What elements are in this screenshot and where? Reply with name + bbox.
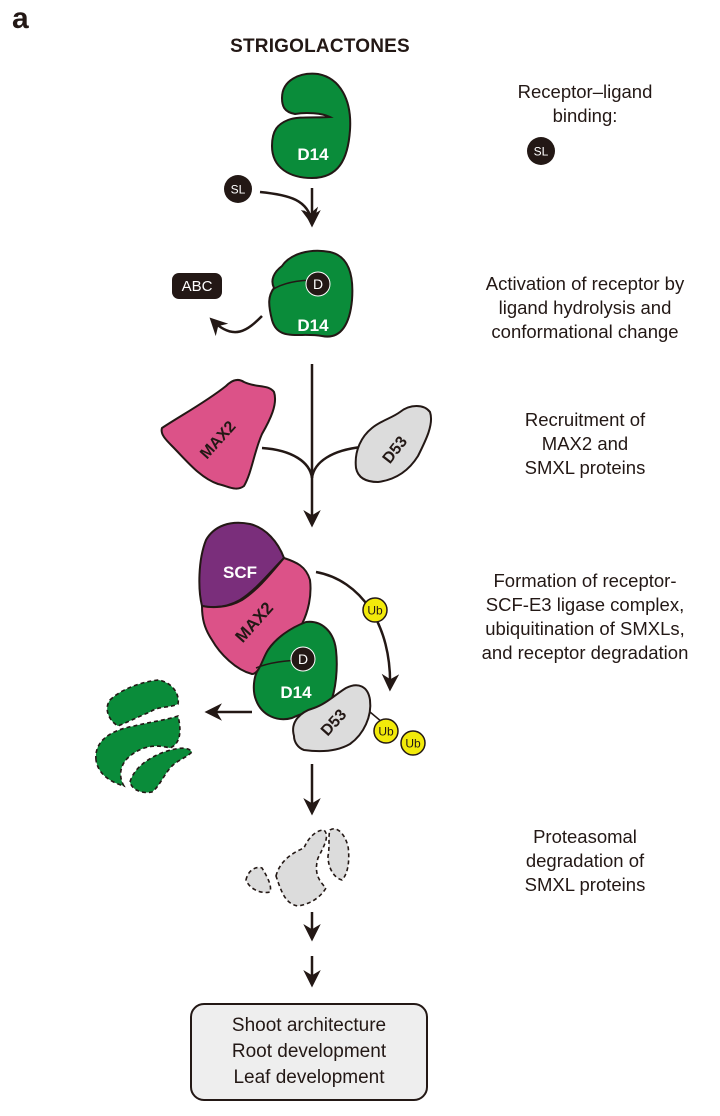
degraded-d14-fragments — [95, 679, 194, 794]
svg-text:ABC: ABC — [182, 278, 213, 295]
d-fragment-icon: D — [305, 271, 331, 297]
svg-text:D: D — [298, 651, 308, 667]
ub-icon: Ub — [362, 597, 388, 623]
step-binding: Receptor–ligand binding: — [450, 80, 720, 128]
abc-release-arrow — [209, 315, 263, 337]
step-line: degradation of — [525, 850, 645, 871]
d53-in-complex: D53 — [292, 684, 372, 753]
step-line: Activation of receptor by — [485, 273, 685, 294]
svg-text:Ub: Ub — [367, 604, 383, 618]
outcome-item: Root development — [231, 1041, 387, 1062]
step-line: ligand hydrolysis and — [498, 297, 672, 318]
outcome-box: Shoot architecture Root development Leaf… — [190, 1003, 428, 1101]
d14-in-complex: D14 — [252, 620, 338, 721]
svg-text:D14: D14 — [297, 316, 329, 335]
step-line: conformational change — [491, 321, 679, 342]
step-line: binding: — [552, 105, 618, 126]
step-line: and receptor degradation — [481, 642, 689, 663]
ub-icon: Ub — [373, 718, 399, 744]
d53-protein: D53 — [354, 405, 432, 484]
sl-legend-icon: SL — [527, 137, 555, 165]
panel-label: a — [12, 2, 29, 35]
svg-text:Ub: Ub — [378, 725, 394, 739]
step-activation: Activation of receptor by ligand hydroly… — [450, 272, 720, 344]
step-line: SMXL proteins — [524, 874, 646, 895]
step-complex: Formation of receptor- SCF-E3 ligase com… — [450, 569, 720, 665]
step-line: SCF-E3 ligase complex, — [485, 594, 685, 615]
step-line: Recruitment of — [524, 409, 646, 430]
step-line: MAX2 and — [541, 433, 629, 454]
outcome-item: Shoot architecture — [231, 1015, 387, 1036]
d14-receptor-unbound: D14 — [270, 72, 352, 180]
svg-text:D: D — [313, 276, 323, 292]
max2-protein: MAX2 — [160, 378, 276, 490]
svg-text:D14: D14 — [297, 145, 329, 164]
step-recruitment: Recruitment of MAX2 and SMXL proteins — [450, 408, 720, 480]
svg-text:SL: SL — [231, 183, 246, 197]
step-line: Receptor–ligand — [517, 81, 653, 102]
binding-arrow — [259, 190, 319, 226]
abc-fragment-icon: ABC — [172, 273, 222, 299]
svg-text:SCF: SCF — [223, 563, 257, 582]
step-line: Proteasomal — [533, 826, 637, 847]
svg-text:D14: D14 — [280, 683, 312, 702]
step-line: ubiquitination of SMXLs, — [485, 618, 685, 639]
d53-recruit-line — [310, 445, 363, 479]
scf-complex: SCF — [198, 521, 286, 609]
step-line: Formation of receptor- — [493, 570, 677, 591]
step-line: SMXL proteins — [524, 457, 646, 478]
diagram-title: STRIGOLACTONES — [230, 36, 410, 57]
sl-ligand-icon: SL — [224, 175, 252, 203]
d-fragment-bound-icon: D — [290, 646, 316, 672]
outcome-item: Leaf development — [233, 1067, 385, 1088]
max2-recruit-line — [261, 446, 314, 479]
svg-text:SL: SL — [534, 145, 549, 159]
ub-icon: Ub — [400, 730, 426, 756]
step-proteasomal: Proteasomal degradation of SMXL proteins — [450, 825, 720, 897]
svg-text:Ub: Ub — [405, 737, 421, 751]
degraded-smxl-fragments — [245, 828, 350, 907]
max2-in-complex: MAX2 — [200, 556, 312, 676]
